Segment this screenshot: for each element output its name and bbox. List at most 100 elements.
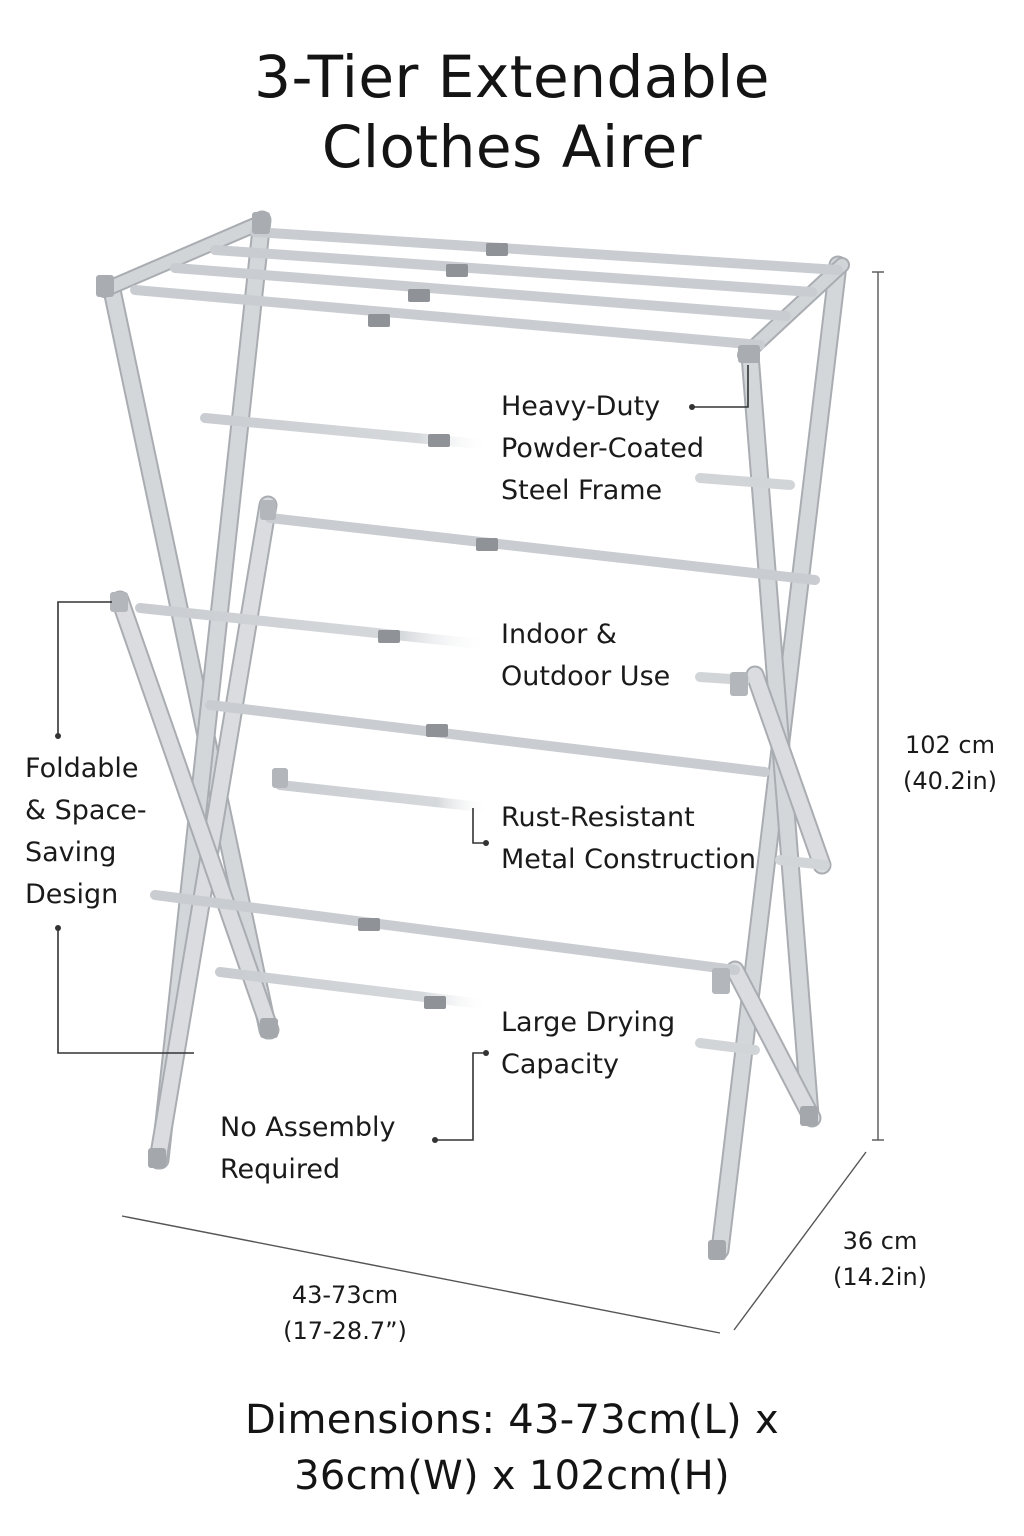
top-side-bar-left-fill: [98, 216, 268, 296]
callout-foldable-2: [57, 928, 194, 1054]
feet: [148, 1018, 818, 1260]
length-dimension-label: 43-73cm (17-28.7”): [270, 1277, 420, 1349]
top-rods: [130, 227, 843, 350]
rod-tier3-back: [205, 700, 770, 777]
depth-metric: 36 cm: [842, 1227, 918, 1255]
rod-tier2-back: [265, 513, 820, 585]
feature-indoor-outdoor-line-1: Indoor &: [501, 619, 617, 650]
callout-foldable: [57, 601, 112, 736]
dimensions-summary-line-2: 36cm(W) x 102cm(H): [294, 1453, 730, 1499]
feature-foldable-line-3: Saving: [25, 837, 117, 868]
top-rod-2: [210, 245, 817, 297]
callout-dot-frame: [689, 404, 695, 410]
callout-dot-foldable-2: [55, 925, 61, 931]
top-tier: [96, 212, 850, 363]
callout-dot-capacity: [483, 1050, 489, 1056]
top-rod-1: [250, 227, 843, 275]
top-corner-cap-right: [738, 345, 760, 363]
feature-steel-frame-line-1: Heavy-Duty: [501, 391, 661, 422]
top-rod-3: [170, 263, 791, 321]
feature-indoor-outdoor: Indoor & Outdoor Use: [501, 614, 670, 698]
product-title: 3-Tier Extendable Clothes Airer: [0, 42, 1024, 182]
joint-caps: [110, 500, 748, 994]
height-dimension-label: 102 cm (40.2in): [888, 727, 1012, 799]
title-line-2: Clothes Airer: [321, 113, 703, 181]
feature-foldable-line-1: Foldable: [25, 753, 139, 784]
length-metric: 43-73cm: [291, 1281, 399, 1309]
top-sleeve-4: [368, 314, 390, 327]
callout-dot-assembly: [432, 1137, 438, 1143]
feature-rust-resistant-line-1: Rust-Resistant: [501, 802, 695, 833]
height-metric: 102 cm: [904, 731, 995, 759]
callout-dots: [55, 404, 695, 1143]
length-dimension-line: [121, 1215, 721, 1334]
front-right-leg-fill: [747, 667, 830, 873]
height-imperial: (40.2in): [902, 767, 998, 795]
sleeve-tier1: [428, 434, 450, 447]
feature-foldable-line-2: & Space-: [25, 795, 147, 826]
joint-cap-4: [730, 672, 748, 696]
feature-rust-resistant: Rust-Resistant Metal Construction: [501, 797, 756, 881]
rod-tier3-front: [275, 780, 495, 813]
feature-drying-capacity-line-2: Capacity: [501, 1049, 619, 1080]
depth-dimension-label: 36 cm (14.2in): [826, 1223, 934, 1295]
foot-front-right: [708, 1240, 726, 1260]
joint-cap-1: [110, 592, 128, 612]
tier-rods: [135, 413, 830, 1055]
top-sleeve-3: [408, 289, 430, 302]
feature-steel-frame: Heavy-Duty Powder-Coated Steel Frame: [501, 386, 704, 512]
feature-rust-resistant-line-2: Metal Construction: [501, 844, 757, 875]
feature-drying-capacity-line-1: Large Drying: [501, 1007, 676, 1038]
title-line-1: 3-Tier Extendable: [254, 43, 770, 111]
sleeve-tier2a: [476, 538, 498, 551]
front-left-leg-fill: [150, 497, 276, 1168]
front-right-leg-2-fill: [727, 962, 820, 1126]
callout-frame: [692, 365, 749, 408]
joint-cap-5: [712, 968, 730, 994]
callout-capacity: [435, 1052, 486, 1141]
top-side-bar-right-fill: [739, 259, 848, 361]
rod-tier2-front: [135, 603, 495, 650]
callout-rust: [472, 808, 486, 844]
length-imperial: (17-28.7”): [283, 1317, 407, 1345]
top-sleeve-2: [446, 264, 468, 277]
top-corner-cap-left: [96, 275, 114, 297]
rod-tier4-back: [150, 890, 740, 975]
depth-imperial: (14.2in): [832, 1263, 928, 1291]
front-left-leg-2-fill: [112, 592, 278, 1038]
feature-no-assembly: No Assembly Required: [220, 1107, 395, 1191]
feature-drying-capacity: Large Drying Capacity: [501, 1002, 675, 1086]
callout-dot-rust: [483, 840, 489, 846]
feature-indoor-outdoor-line-2: Outdoor Use: [501, 661, 671, 692]
front-legs: [110, 495, 832, 1170]
top-corner-cap-back: [252, 212, 270, 234]
rod-tier1-back: [695, 473, 795, 490]
dimensions-summary: Dimensions: 43-73cm(L) x 36cm(W) x 102cm…: [0, 1392, 1024, 1504]
tier-rod-sleeves: [358, 434, 498, 1009]
callout-dot-foldable: [55, 733, 61, 739]
rod-tier3-front-end: [775, 855, 830, 870]
sleeve-tier4b: [424, 996, 446, 1009]
top-rod-4: [130, 285, 765, 350]
depth-dimension-line: [733, 1151, 867, 1331]
dimensions-summary-line-1: Dimensions: 43-73cm(L) x: [245, 1397, 779, 1443]
foot-front-left: [148, 1148, 166, 1168]
feature-no-assembly-line-1: No Assembly: [220, 1112, 396, 1143]
feature-steel-frame-line-3: Steel Frame: [501, 475, 663, 506]
rod-tier4-front-end: [695, 1038, 760, 1055]
feature-steel-frame-line-2: Powder-Coated: [501, 433, 705, 464]
dimension-lines: [121, 271, 884, 1334]
sleeve-tier3: [426, 724, 448, 737]
sleeve-tier2b: [378, 630, 400, 643]
sleeve-tier4: [358, 918, 380, 931]
joint-cap-3: [272, 768, 288, 788]
feature-no-assembly-line-2: Required: [220, 1154, 341, 1185]
feature-foldable-line-4: Design: [25, 879, 119, 910]
foot-back-right: [800, 1106, 818, 1126]
feature-foldable: Foldable & Space- Saving Design: [25, 748, 147, 916]
joint-cap-2: [260, 500, 276, 520]
top-sleeve-1: [486, 243, 508, 256]
foot-back-left: [260, 1018, 278, 1038]
callout-lines: [57, 365, 749, 1141]
